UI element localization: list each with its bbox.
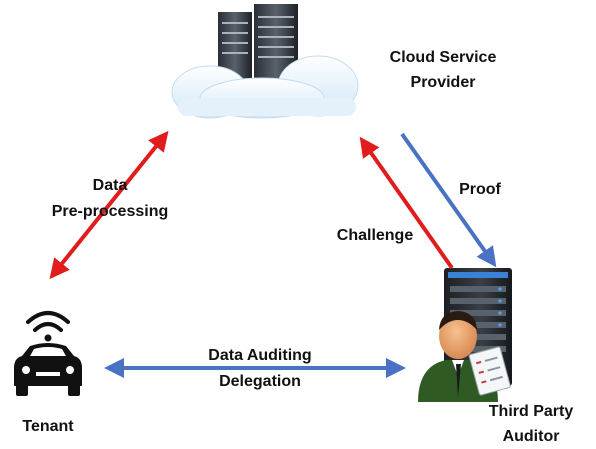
- preprocessing-label-line1: Data: [93, 177, 128, 194]
- tenant-label: Tenant: [22, 418, 74, 435]
- preprocessing-arrow: [49, 130, 169, 280]
- proof-label: Proof: [459, 181, 501, 198]
- delegation-label-line2: Delegation: [219, 373, 301, 390]
- delegation-label-line1: Data Auditing: [208, 347, 311, 364]
- challenge-arrow: [359, 136, 454, 270]
- challenge-label: Challenge: [337, 227, 414, 244]
- cloud-server-icon: [171, 4, 359, 119]
- connected-car-icon: [14, 311, 82, 396]
- proof-arrow: [400, 132, 497, 268]
- preprocessing-label-line2: Pre-processing: [52, 203, 168, 220]
- cloud-label-line1: Cloud Service: [390, 49, 497, 66]
- cloud-label-line2: Provider: [411, 74, 476, 91]
- auditor-label-line2: Auditor: [503, 428, 560, 445]
- auditor-label-line1: Third Party: [489, 403, 574, 420]
- auditor-server-icon: [418, 268, 512, 402]
